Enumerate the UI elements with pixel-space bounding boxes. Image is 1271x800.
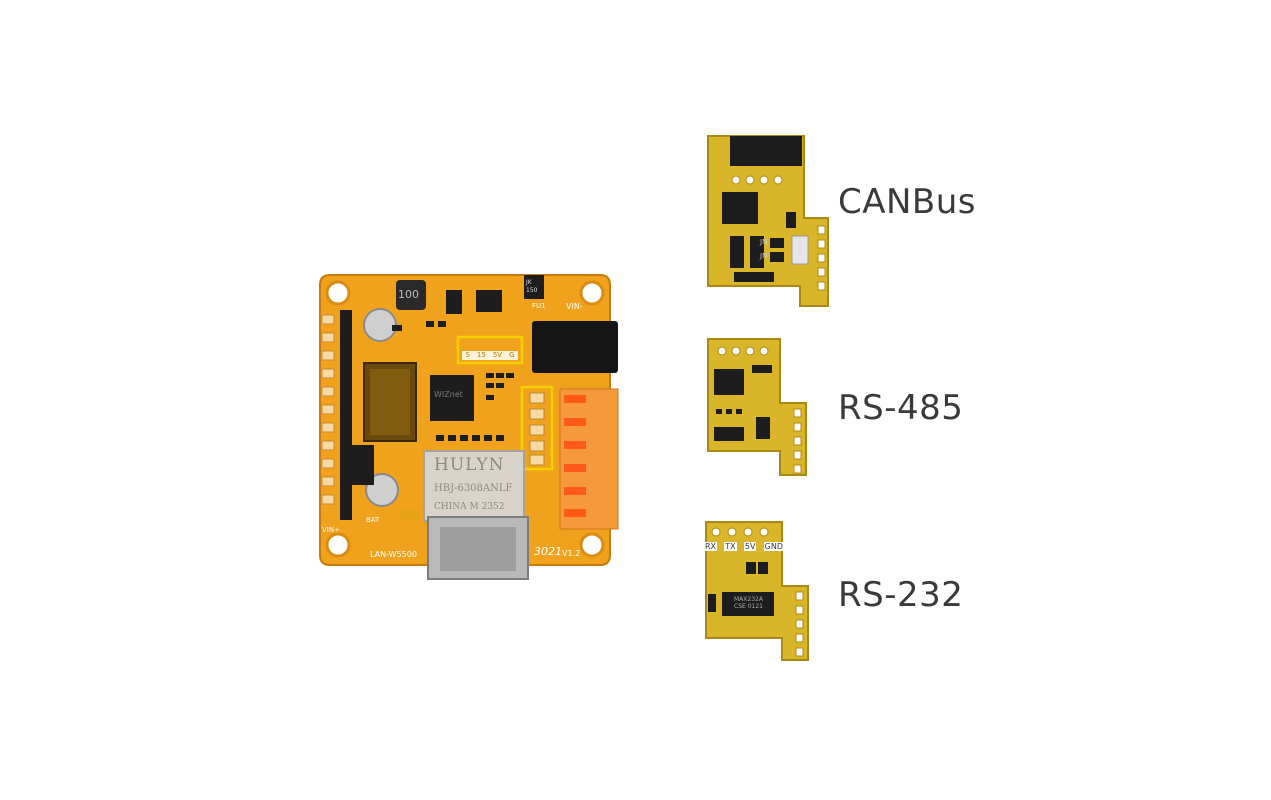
pins-highlight	[520, 385, 554, 471]
magnetics-origin: CHINA M 2352	[434, 502, 505, 512]
chip-mark: 0121	[747, 603, 763, 610]
fuse	[524, 275, 544, 299]
pin-label: RX	[704, 542, 718, 551]
canbus-module-drawing	[707, 135, 829, 307]
pads	[711, 527, 804, 657]
pin-label: S	[465, 351, 470, 359]
max232-chip-text: MAX232A CSE 0121	[734, 596, 763, 610]
module-label-rs485: RS-485	[838, 388, 964, 428]
vin-plus-label: VIN+	[322, 526, 340, 534]
canbus-module-image: JN JN	[700, 130, 835, 310]
mount-hole	[579, 280, 605, 306]
chip-mark: JN	[760, 252, 768, 260]
terminal-block	[559, 388, 619, 530]
mount-hole	[325, 532, 351, 558]
header-pin-labels: S 15 5V G	[462, 351, 518, 360]
small-chip	[446, 290, 462, 314]
rs232-module-drawing	[705, 521, 809, 661]
pads	[717, 346, 802, 474]
bat-label: BAT	[366, 516, 380, 524]
pin-label: 15	[476, 351, 486, 359]
pads	[731, 175, 826, 291]
max232-chip	[722, 592, 774, 616]
rs485-transceiver-chip	[714, 369, 744, 395]
main-board-drawing: WIZnet	[319, 274, 619, 580]
chip-brand-text: WIZnet	[434, 390, 463, 399]
chip-mark: JN	[760, 238, 768, 246]
fuse-label: JK 150	[526, 279, 538, 294]
white-component	[791, 235, 809, 265]
board-name-label: LAN-W5500	[370, 550, 417, 559]
inductor-label: 100	[398, 288, 419, 301]
w5500-chip	[430, 375, 474, 421]
mount-hole	[579, 532, 605, 558]
vin-minus-label: VIN-	[566, 302, 583, 311]
dc-jack	[532, 321, 618, 373]
vertical-pads	[529, 392, 545, 466]
board-code-label: 3021	[534, 545, 562, 558]
module-label-canbus: CANBus	[838, 182, 977, 222]
header-highlight	[456, 335, 524, 365]
rs485-module-drawing	[707, 338, 807, 476]
module-label-rs232: RS-232	[838, 575, 964, 615]
board-version-label: V1.2	[562, 549, 581, 558]
rs232-module-image: RX TX 5V GND MAX232A CSE 0121	[700, 518, 815, 663]
rs485-module-image	[700, 335, 815, 480]
mount-hole	[325, 280, 351, 306]
pin-label: 5V	[743, 542, 757, 551]
rs232-pin-labels: RX TX 5V GND	[704, 542, 784, 551]
capacitor	[363, 308, 397, 342]
pin-label: GND	[763, 542, 784, 551]
small-chip	[476, 290, 502, 312]
can-transceiver-chip	[722, 192, 758, 224]
smd-components	[352, 321, 514, 485]
chip-mark: MAX232A	[734, 596, 763, 603]
pin-label: TX	[724, 542, 737, 551]
pin-header	[340, 310, 352, 520]
magnetics-brand: HULYN	[434, 455, 505, 475]
inductor	[396, 280, 426, 310]
main-board-image: WIZnet	[300, 255, 630, 595]
tantalum-cap	[400, 510, 420, 520]
pin-label: 5V	[492, 351, 503, 359]
left-pads	[321, 314, 335, 505]
pin-label: G	[509, 351, 515, 359]
header-connector	[730, 136, 802, 166]
terminal-screws	[564, 395, 586, 517]
chip-mark: CSE	[734, 603, 746, 610]
fu-label: FU1	[532, 302, 546, 310]
magnetics-part: HBJ-6308ANLF	[434, 483, 513, 494]
magnetics	[423, 450, 525, 522]
